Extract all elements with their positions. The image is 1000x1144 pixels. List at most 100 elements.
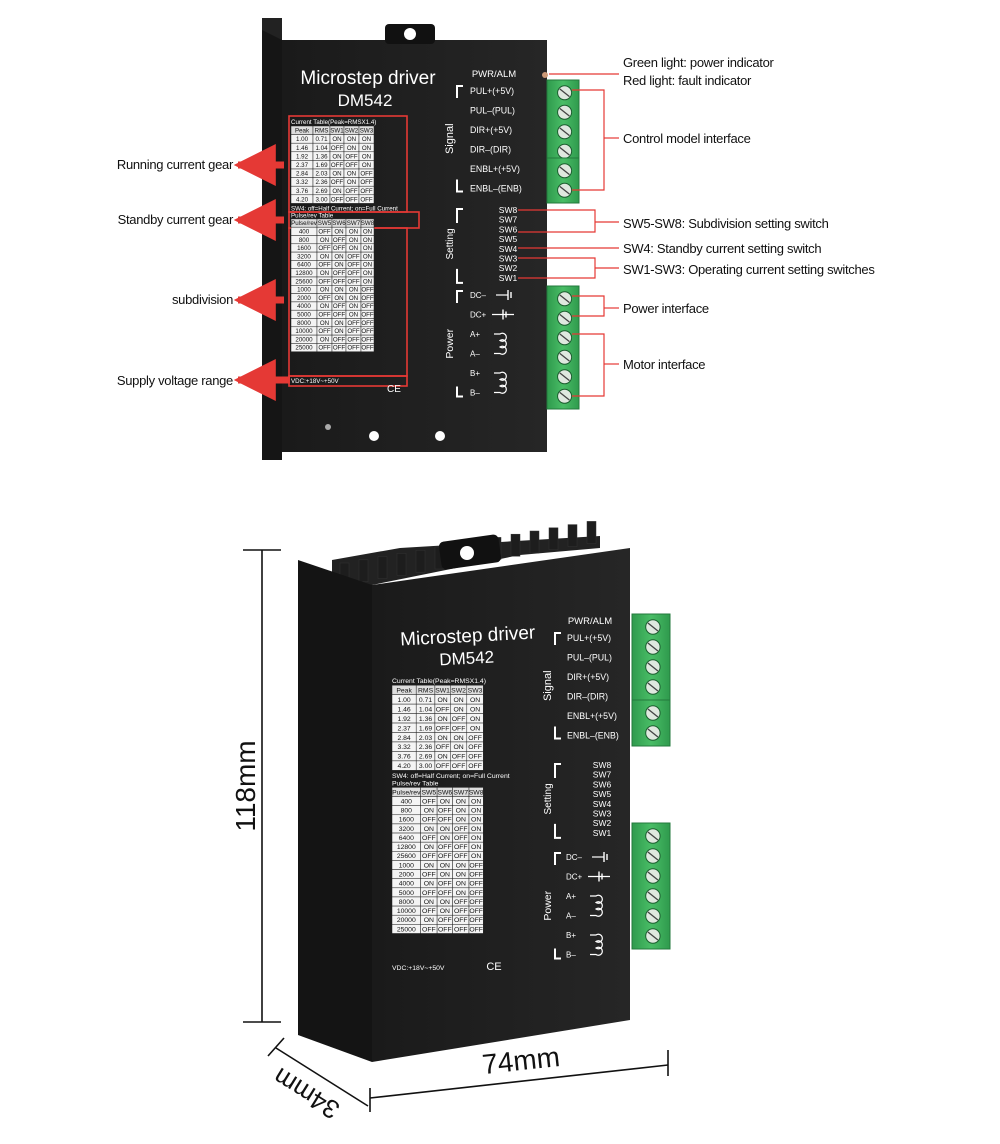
switch-label: SW7 xyxy=(499,215,518,225)
table-cell: ON xyxy=(320,336,329,343)
table-cell: ON xyxy=(471,817,481,824)
red-light-label: Red light: fault indicator xyxy=(623,73,752,88)
signal-pin-label: PUL–(PUL) xyxy=(470,106,515,116)
table-header: RMS xyxy=(418,687,434,694)
table-cell: ON xyxy=(424,917,434,924)
table-cell: OFF xyxy=(469,890,483,897)
table-cell: ON xyxy=(334,229,343,236)
table-cell: 5000 xyxy=(297,312,311,319)
table-header: SW8 xyxy=(469,789,484,796)
table-cell: ON xyxy=(332,171,341,178)
switch-label: SW4 xyxy=(499,244,518,254)
table-cell: OFF xyxy=(360,171,373,178)
table-cell: 6400 xyxy=(297,262,311,269)
table-cell: 1.00 xyxy=(397,697,410,704)
table-cell: 10000 xyxy=(397,908,416,915)
table-cell: 5000 xyxy=(399,890,414,897)
switch-label: SW2 xyxy=(593,818,612,828)
table-header: SW8 xyxy=(361,220,375,227)
height-dimension: 118mm xyxy=(230,740,261,831)
table-cell: ON xyxy=(471,835,481,842)
table-cell: ON xyxy=(453,735,463,742)
table-cell: ON xyxy=(437,735,447,742)
table-cell: ON xyxy=(456,808,466,815)
table-cell: OFF xyxy=(469,899,483,906)
table-cell: 2.03 xyxy=(419,735,432,742)
table-cell: 800 xyxy=(299,237,310,244)
switch-label: SW6 xyxy=(499,224,518,234)
table-cell: 4.20 xyxy=(296,196,309,203)
signal-label: Signal xyxy=(542,670,554,701)
driver-side-panel xyxy=(298,560,372,1062)
switch-label: SW8 xyxy=(593,760,612,770)
table-cell: OFF xyxy=(347,336,360,343)
table-cell: OFF xyxy=(469,917,483,924)
table-cell: OFF xyxy=(360,196,373,203)
power-interface-label: Power interface xyxy=(623,301,709,316)
table-cell: ON xyxy=(470,716,480,723)
current-table-title: Current Table(Peak=RMSX1.4) xyxy=(291,119,376,126)
table-header: Peak xyxy=(396,687,412,694)
table-cell: ON xyxy=(334,295,343,302)
table-cell: OFF xyxy=(333,237,346,244)
vdc-label: VDC:+18V~+50V xyxy=(291,378,340,385)
table-cell: ON xyxy=(320,270,329,277)
sw4-label: SW4: Standby current setting switch xyxy=(623,241,821,256)
table-cell: OFF xyxy=(438,808,452,815)
top-terminals xyxy=(546,79,580,410)
table-cell: OFF xyxy=(347,328,360,335)
table-cell: OFF xyxy=(468,735,482,742)
ce-mark-bottom: CE xyxy=(486,961,501,973)
table-header: Pulse/rev xyxy=(392,789,421,796)
table-cell: ON xyxy=(349,229,358,236)
width-dimension: 74mm xyxy=(481,1041,562,1080)
table-header: SW3 xyxy=(360,128,374,135)
table-cell: 10000 xyxy=(295,328,313,335)
pwr-alm-label-bottom: PWR/ALM xyxy=(568,616,612,627)
table-cell: ON xyxy=(424,826,434,833)
driver-model-bottom: DM542 xyxy=(439,648,495,670)
table-cell: ON xyxy=(332,136,341,143)
switch-label: SW7 xyxy=(593,770,612,780)
table-cell: 8000 xyxy=(399,899,414,906)
table-cell: OFF xyxy=(333,278,346,285)
table-header: SW6 xyxy=(437,789,452,796)
table-cell: ON xyxy=(440,899,450,906)
terminal-block xyxy=(631,822,671,950)
table-header: RMS xyxy=(315,128,329,135)
driver-title: Microstep driver xyxy=(300,68,436,89)
table-cell: OFF xyxy=(361,320,374,327)
left-annotations: Running current gear Standby current gea… xyxy=(117,144,290,401)
table-cell: OFF xyxy=(361,287,374,294)
power-label: Power xyxy=(542,890,554,920)
table-cell: OFF xyxy=(436,725,450,732)
table-cell: ON xyxy=(349,287,358,294)
table-cell: ON xyxy=(470,697,480,704)
table-cell: 1.36 xyxy=(315,153,328,160)
table-cell: ON xyxy=(334,287,343,294)
table-cell: 1600 xyxy=(399,817,414,824)
standby-current-label: Standby current gear xyxy=(118,212,234,227)
table-cell: OFF xyxy=(333,303,346,310)
table-cell: 4000 xyxy=(297,303,311,310)
signal-pin-label: PUL+(+5V) xyxy=(567,633,611,643)
signal-pin-label: DIR+(+5V) xyxy=(567,672,609,682)
table-cell: ON xyxy=(456,871,466,878)
table-cell: OFF xyxy=(438,926,452,933)
table-cell: OFF xyxy=(454,917,468,924)
table-cell: ON xyxy=(349,295,358,302)
table-cell: OFF xyxy=(454,835,468,842)
table-cell: ON xyxy=(362,153,371,160)
table-cell: OFF xyxy=(360,179,373,186)
table-cell: ON xyxy=(456,862,466,869)
table-cell: OFF xyxy=(436,763,450,770)
table-cell: ON xyxy=(320,287,329,294)
table-cell: OFF xyxy=(454,853,468,860)
pulse-table-title: Pulse/rev Table xyxy=(291,212,334,219)
table-cell: ON xyxy=(332,153,341,160)
table-cell: OFF xyxy=(318,229,331,236)
table-cell: OFF xyxy=(454,899,468,906)
table-cell: ON xyxy=(362,162,371,169)
signal-pin-label: ENBL–(ENB) xyxy=(567,731,619,741)
